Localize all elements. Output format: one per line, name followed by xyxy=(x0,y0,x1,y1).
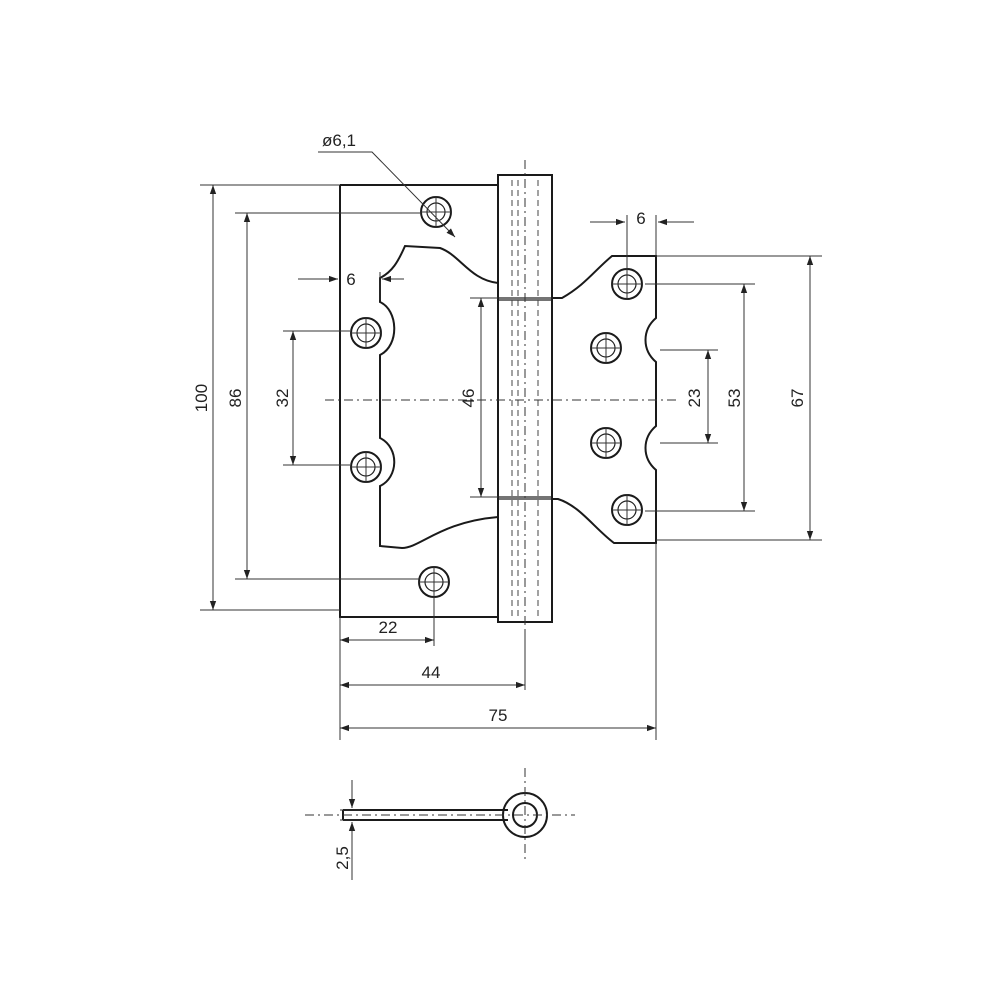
dim-knuckle-length: 46 xyxy=(459,297,498,498)
dim-total-width: 75 xyxy=(340,543,657,740)
dim-inner-hole-span-right: 23 xyxy=(660,349,718,444)
dim-edge-offset-left-label: 6 xyxy=(346,270,355,289)
dim-inner-hole-span-left: 32 xyxy=(273,330,350,466)
dim-axis-offset-label: 44 xyxy=(422,663,441,682)
dim-total-width-label: 75 xyxy=(489,706,508,725)
dim-inner-hole-span-left-label: 32 xyxy=(273,389,292,408)
dim-hole-span-left: 86 xyxy=(226,212,420,580)
left-leaf-cutout xyxy=(379,244,499,550)
dim-hole-span-left-label: 86 xyxy=(226,389,245,408)
dim-hole-span-right-label: 53 xyxy=(725,389,744,408)
dim-edge-offset-left: 6 xyxy=(298,270,404,300)
dim-inner-hole-span-right-label: 23 xyxy=(685,389,704,408)
dim-edge-offset-right-label: 6 xyxy=(636,209,645,228)
left-leaf-holes xyxy=(350,196,452,598)
right-leaf-holes xyxy=(590,268,643,526)
hinge-knuckle xyxy=(497,160,553,690)
dim-hole-diameter: ø6,1 xyxy=(318,131,456,238)
dim-hole-offset-horizontal: 22 xyxy=(339,617,434,740)
dim-leaf-height-right-label: 67 xyxy=(788,389,807,408)
hinge-side-view: 2,5 xyxy=(305,768,575,880)
dim-thickness-label: 2,5 xyxy=(333,846,352,870)
dim-total-height-label: 100 xyxy=(192,384,211,412)
dim-leaf-height-right: 67 xyxy=(656,255,822,541)
left-leaf xyxy=(339,184,499,646)
dim-knuckle-length-label: 46 xyxy=(459,389,478,408)
dim-hole-span-right: 53 xyxy=(645,283,755,512)
right-leaf xyxy=(552,255,657,544)
dim-edge-offset-right: 6 xyxy=(590,209,694,268)
dim-hole-diameter-label: ø6,1 xyxy=(322,131,356,150)
dim-hole-offset-horizontal-label: 22 xyxy=(379,618,398,637)
right-leaf-outline xyxy=(552,255,657,544)
dim-total-height: 100 xyxy=(192,184,340,611)
dim-axis-offset: 44 xyxy=(340,663,525,689)
